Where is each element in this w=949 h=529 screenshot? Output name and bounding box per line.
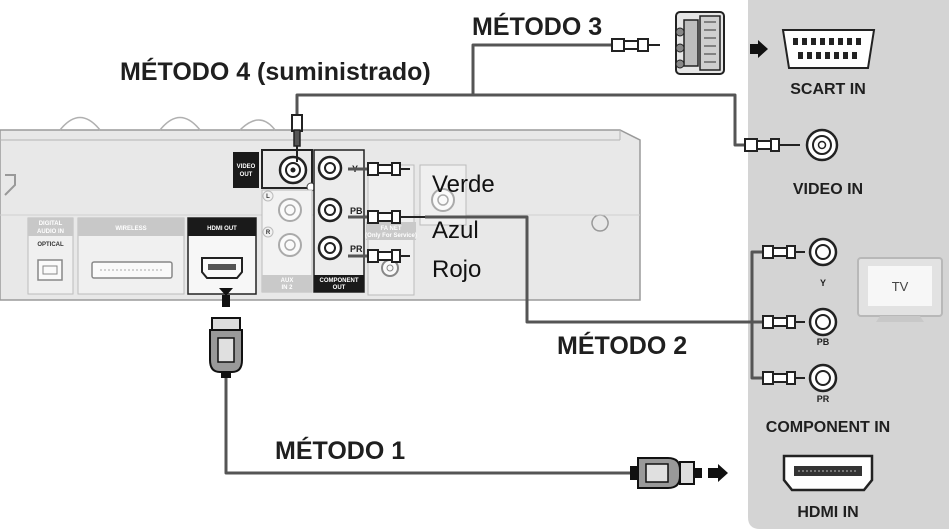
component-in-y-label: Y bbox=[820, 278, 826, 288]
method-2-cable-main bbox=[425, 215, 763, 324]
optical-port bbox=[37, 259, 63, 281]
scart-in-label: SCART IN bbox=[790, 81, 866, 98]
scart-in-port bbox=[750, 29, 876, 69]
aux-in-label-1: AUX bbox=[281, 278, 294, 284]
component-in-ports: Y PB PR bbox=[762, 237, 838, 404]
method-3-plug bbox=[611, 38, 660, 52]
aux-in-section: L R AUX IN 2 bbox=[261, 189, 313, 293]
fa-net-label-2: (Only For Service) bbox=[365, 233, 417, 239]
hdmi-out-label: HDMI OUT bbox=[207, 226, 237, 232]
cable-red-label: Rojo bbox=[432, 256, 481, 283]
component-out-pb-label: PB bbox=[350, 206, 363, 216]
arrow-right-icon bbox=[750, 40, 768, 58]
method-2-label: MÉTODO 2 bbox=[557, 331, 687, 360]
hdmi-in-port bbox=[782, 454, 874, 492]
aux-r-label: R bbox=[266, 230, 271, 236]
digital-audio-in-section: DIGITAL AUDIO IN OPTICAL bbox=[27, 217, 74, 295]
cable-green-label: Verde bbox=[432, 171, 495, 198]
tv-badge-label: TV bbox=[892, 279, 909, 294]
wireless-section: WIRELESS bbox=[77, 217, 185, 295]
video-out-section: VIDEO OUT bbox=[233, 149, 316, 192]
tv-icon: TV bbox=[857, 257, 943, 322]
scart-adapter-icon bbox=[675, 11, 725, 75]
method-3-cable bbox=[471, 43, 612, 95]
wireless-label: WIRELESS bbox=[115, 226, 146, 232]
component-in-pb-label: PB bbox=[817, 337, 830, 347]
arrow-right-icon bbox=[708, 464, 728, 482]
component-out-section: Y PB PR COMPONENT OUT bbox=[313, 149, 365, 293]
component-out-pr-label: PR bbox=[350, 244, 363, 254]
component-in-label: COMPONENT IN bbox=[766, 419, 890, 436]
hdmi-plug-player bbox=[209, 288, 243, 378]
optical-label: OPTICAL bbox=[37, 242, 64, 248]
aux-in-label-2: IN 2 bbox=[281, 285, 293, 291]
video-out-label-2: OUT bbox=[240, 172, 253, 178]
video-in-label: VIDEO IN bbox=[793, 181, 863, 198]
method-4-cable bbox=[295, 93, 745, 147]
method-1-label: MÉTODO 1 bbox=[275, 436, 405, 465]
aux-l-label: L bbox=[266, 194, 270, 200]
fa-net-label-1: FA NET bbox=[380, 226, 401, 232]
hdmi-out-section: HDMI OUT bbox=[187, 217, 257, 295]
tv-panel bbox=[748, 0, 949, 529]
component-out-label-1: COMPONENT bbox=[320, 278, 359, 284]
digital-audio-in-label-1: DIGITAL bbox=[39, 221, 63, 227]
component-plugs-player bbox=[367, 162, 425, 263]
component-in-pr-label: PR bbox=[817, 394, 830, 404]
method-3-label: MÉTODO 3 bbox=[472, 12, 602, 41]
hdmi-plug-tv bbox=[630, 457, 728, 489]
method-4-plug bbox=[291, 114, 303, 162]
method-4-label: MÉTODO 4 (suministrado) bbox=[120, 57, 431, 86]
arrow-up-icon bbox=[219, 288, 233, 296]
digital-audio-in-label-2: AUDIO IN bbox=[37, 229, 64, 235]
video-out-label-1: VIDEO bbox=[237, 164, 256, 170]
cable-blue-label: Azul bbox=[432, 217, 479, 244]
component-out-label-2: OUT bbox=[333, 285, 346, 291]
hdmi-in-label: HDMI IN bbox=[797, 504, 858, 521]
method-1-cable bbox=[224, 375, 630, 475]
fa-net-section: FA NET (Only For Service) bbox=[365, 164, 467, 296]
video-in-port bbox=[744, 128, 839, 162]
